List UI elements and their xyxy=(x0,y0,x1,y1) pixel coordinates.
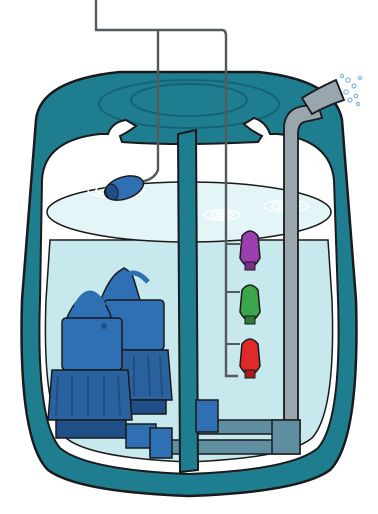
level-sensor-bell xyxy=(103,175,145,201)
check-valve-upper xyxy=(195,399,219,433)
discharge-riser xyxy=(283,102,324,441)
float-switch-top xyxy=(226,230,261,271)
guide-column xyxy=(176,128,200,474)
float-switch-middle xyxy=(226,284,261,325)
manhole-ring-outer xyxy=(98,79,280,129)
inflow-spray xyxy=(339,73,363,107)
check-valve-lower xyxy=(149,427,173,459)
float-switch-bottom xyxy=(226,338,261,379)
inlet-pipe xyxy=(300,78,346,116)
float-cable xyxy=(94,0,238,378)
ripples-middle xyxy=(203,209,241,221)
manhole-ring-inner xyxy=(130,83,248,117)
pipe-riser-right xyxy=(271,419,301,455)
